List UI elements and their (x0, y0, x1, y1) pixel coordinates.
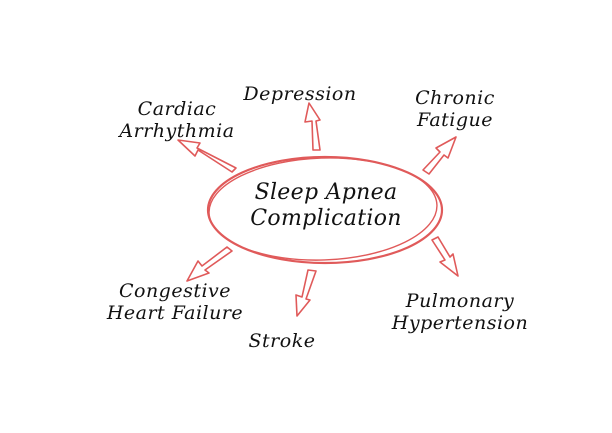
node-stroke: Stroke (232, 330, 332, 352)
node-label-line: Congestive (118, 280, 232, 302)
arrow-to-pulmonary-hypertension (431, 236, 459, 277)
node-pulmonary-hypertension: Pulmonary Hypertension (375, 290, 545, 334)
node-label-line: Heart Failure (106, 302, 244, 324)
node-label-line: Arrhythmia (119, 120, 235, 142)
center-label-line: Complication (250, 206, 402, 231)
arrow-to-depression (304, 102, 321, 151)
node-label-line: Stroke (248, 330, 316, 352)
arrow-to-stroke (295, 269, 317, 317)
node-depression: Depression (230, 83, 370, 105)
node-label-line: Fatigue (416, 109, 494, 131)
node-label-line: Cardiac (137, 98, 217, 120)
node-congestive-heart-failure: Congestive Heart Failure (85, 280, 265, 324)
node-label-line: Hypertension (391, 312, 529, 334)
node-label-line: Chronic (415, 87, 495, 109)
center-ellipse (206, 155, 444, 265)
node-label-line: Pulmonary (405, 290, 515, 312)
node-label-line: Depression (243, 83, 357, 105)
center-label-line: Sleep Apnea (254, 180, 398, 205)
node-cardiac-arrhythmia: Cardiac Arrhythmia (92, 98, 262, 142)
node-chronic-fatigue: Chronic Fatigue (395, 87, 515, 131)
arrow-to-chronic-fatigue (422, 136, 457, 175)
arrow-to-cardiac-arrhythmia (177, 139, 237, 173)
center-label: Sleep Apnea Complication (236, 180, 416, 232)
arrow-to-congestive-heart-failure (186, 246, 233, 282)
